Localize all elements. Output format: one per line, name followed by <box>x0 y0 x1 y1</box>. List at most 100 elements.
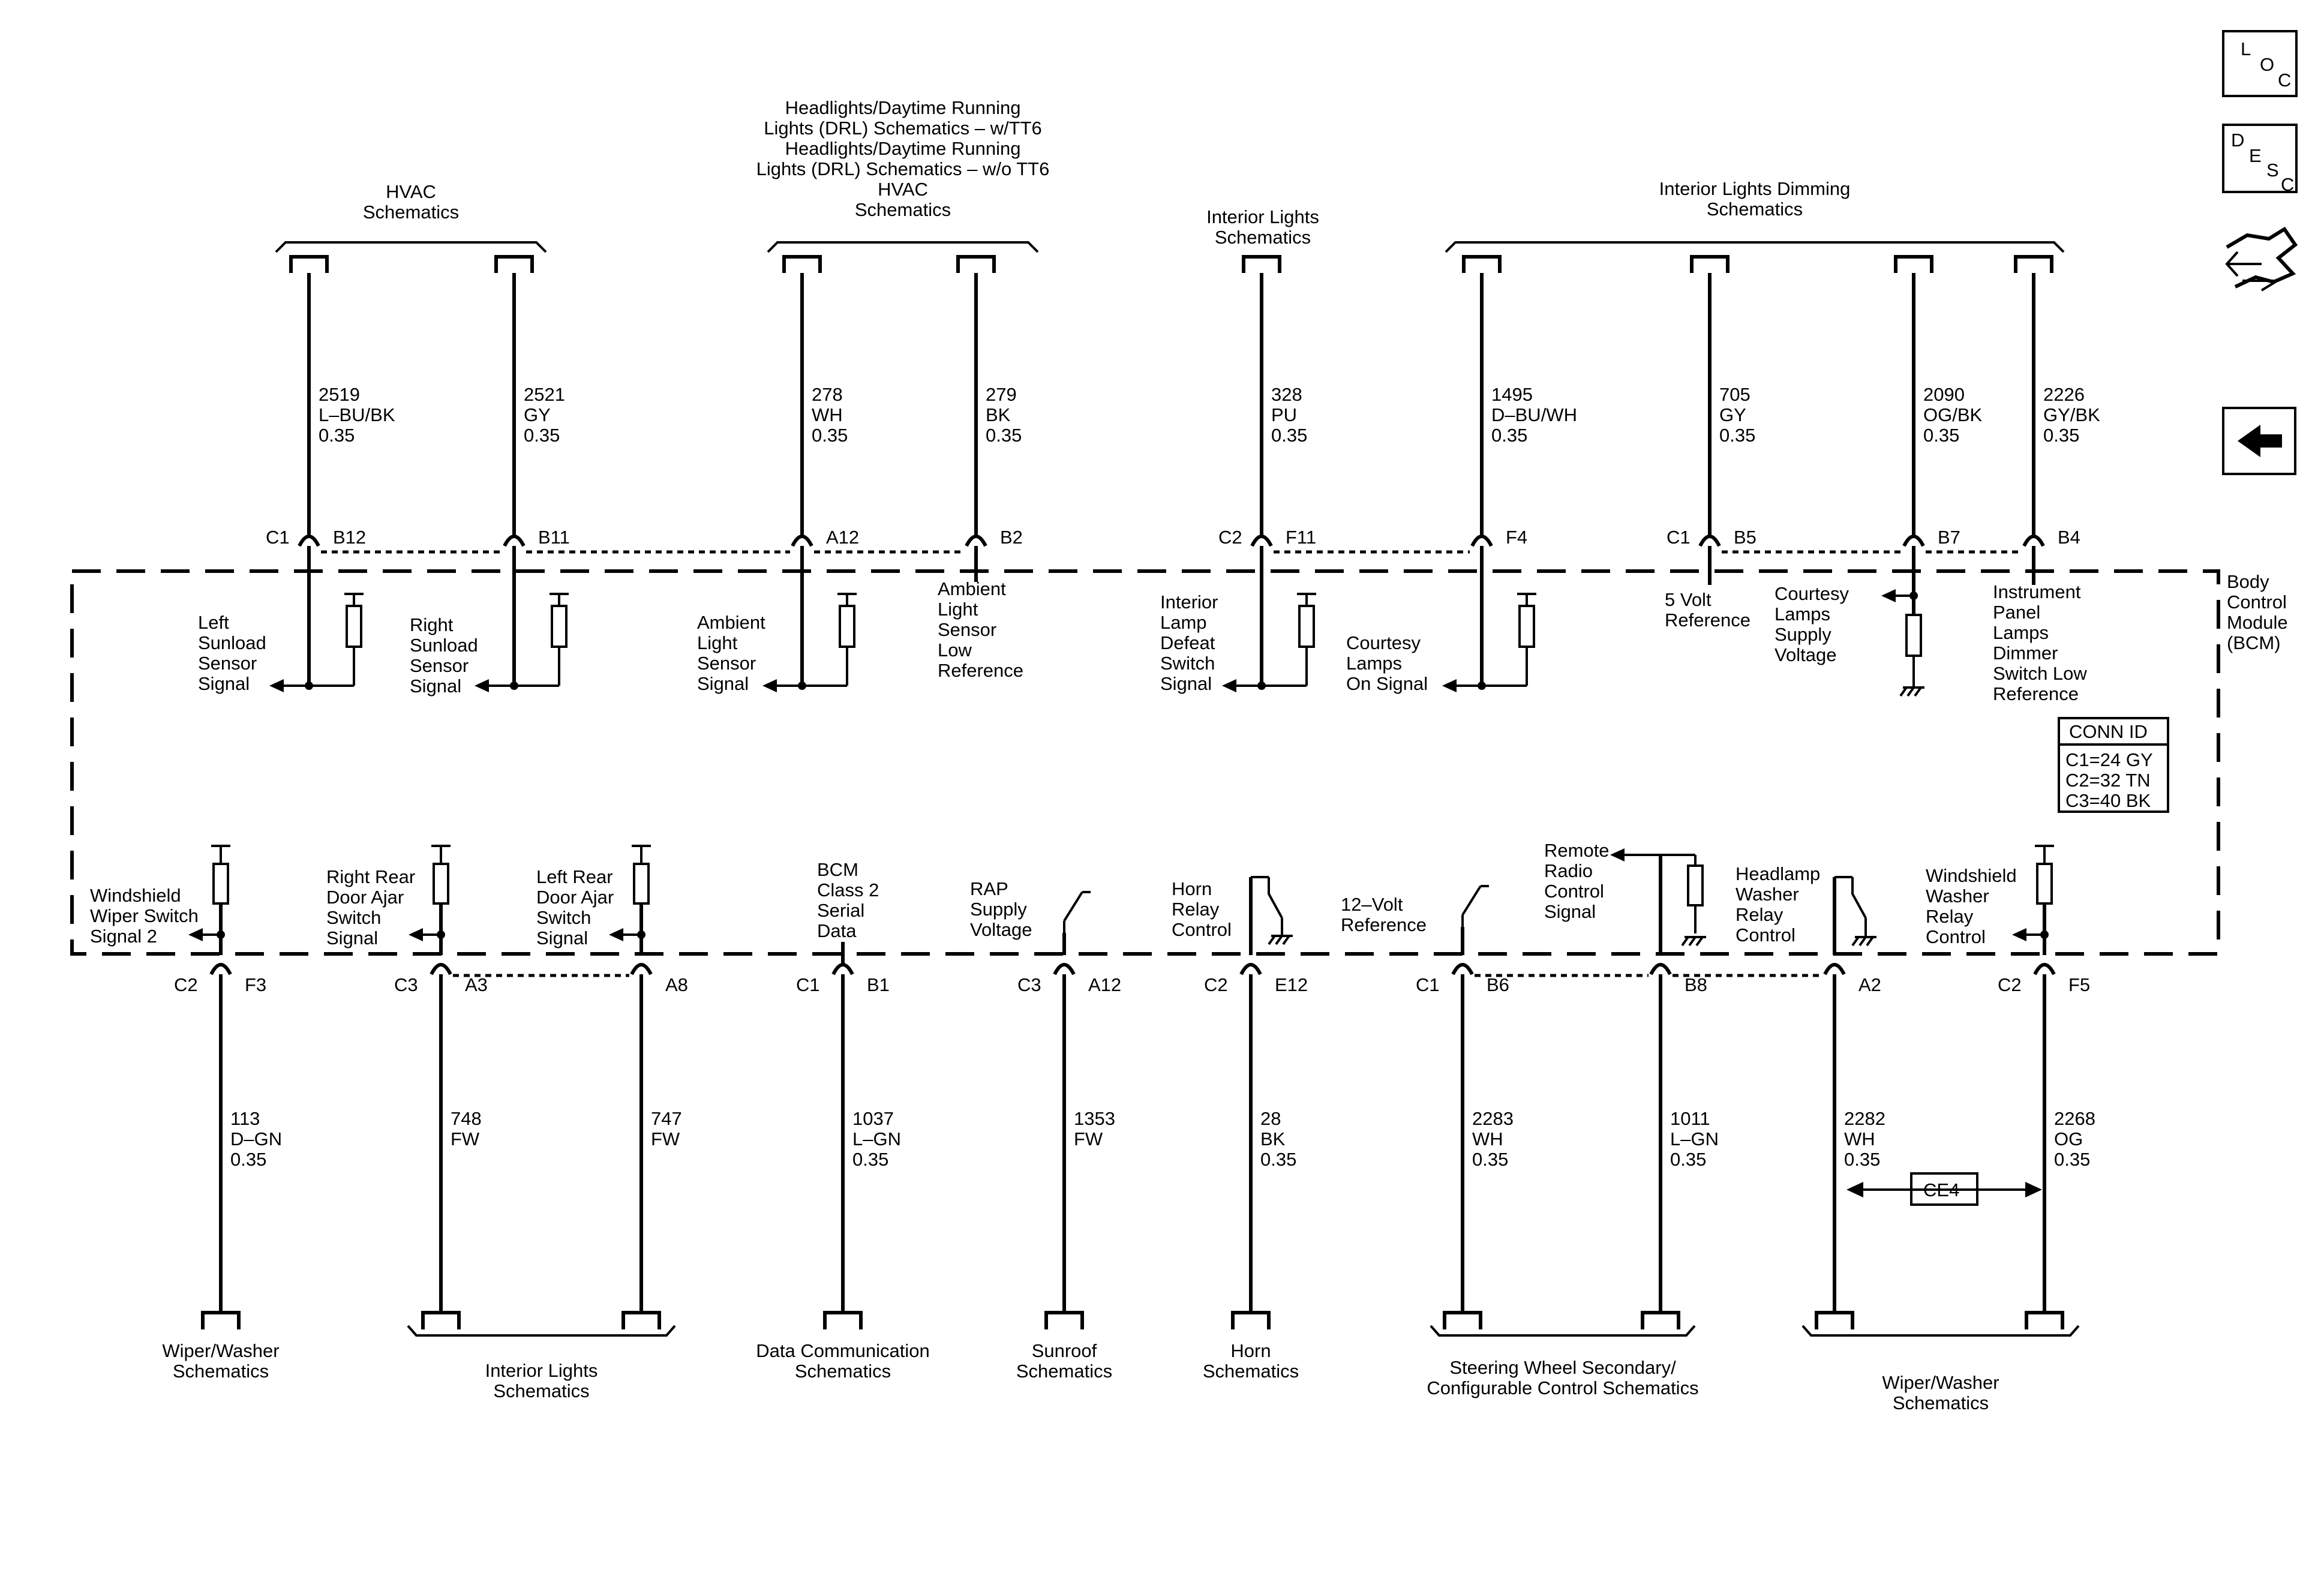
circuit-function-label: Radio <box>1544 860 1593 881</box>
circuit-function-label: Relay <box>1926 906 1974 927</box>
circuit-function-label: Control <box>1172 919 1232 940</box>
wire-label: FW <box>1074 1128 1103 1149</box>
svg-text:C: C <box>2281 174 2294 195</box>
circuit-function-label: Wiper Switch <box>90 905 199 926</box>
wire-label: 747 <box>651 1108 682 1129</box>
schematic-ref-label: Sunroof <box>1032 1340 1097 1361</box>
circuit-function-label: Reference <box>938 660 1023 681</box>
pin-label: B12 <box>333 527 366 548</box>
wire-label: 279 <box>986 384 1017 405</box>
circuit-function-label: RAP <box>970 878 1008 899</box>
wire-label: 1011 <box>1670 1108 1710 1129</box>
loc-button[interactable]: L O C <box>2222 30 2298 97</box>
circuit-function-label: Signal 2 <box>90 926 157 947</box>
wire-label: 705 <box>1719 384 1750 405</box>
circuit-function-label: Headlamp <box>1736 863 1820 884</box>
pin-label: F11 <box>1286 527 1316 548</box>
circuit-function-label: Switch <box>1160 653 1215 674</box>
wire-label: 0.35 <box>1923 425 1959 446</box>
back-button[interactable] <box>2222 407 2296 475</box>
pin-label: B11 <box>538 527 570 548</box>
wire-label: 278 <box>812 384 843 405</box>
connector-label: C2 <box>1204 974 1228 995</box>
wire-label: 2521 <box>524 384 565 405</box>
circuit-function-label: Interior <box>1160 592 1218 613</box>
pin-label: B6 <box>1487 974 1509 995</box>
horn-relay-driver <box>1249 876 1293 955</box>
wire-label: 0.35 <box>812 425 848 446</box>
wire-label: GY <box>524 404 551 425</box>
pin-label: A12 <box>1088 974 1121 995</box>
wire-label: 113 <box>230 1108 260 1129</box>
circuit-function-label: Ambient <box>697 612 765 633</box>
bcm-supply-circuit <box>1881 571 1924 697</box>
wire-label: L–BU/BK <box>319 404 395 425</box>
pin-label: B1 <box>867 974 890 995</box>
circuit-function-label: Washer <box>1736 884 1799 905</box>
connector-end-view-icon[interactable] <box>2225 226 2298 292</box>
connector-label: C2 <box>1218 527 1242 548</box>
bcm-boundary <box>70 569 2220 956</box>
circuit-function-label: Right Rear <box>326 866 415 887</box>
connector-label: C2 <box>174 974 198 995</box>
schematic-ref-label: Headlights/Daytime Running <box>785 97 1021 118</box>
connector-label: C1 <box>796 974 820 995</box>
wire-label: 0.35 <box>1260 1149 1296 1170</box>
bottom-schematic-ref[interactable]: Steering Wheel Secondary/Configurable Co… <box>1427 1325 1699 1398</box>
circuit-function-label: Sensor <box>198 653 257 674</box>
schematic-ref-label: HVAC <box>386 181 436 202</box>
circuit-function-label: Signal <box>1544 901 1596 922</box>
circuit-function-label: Signal <box>536 927 588 948</box>
wire-label: FW <box>451 1128 480 1149</box>
wire-label: OG/BK <box>1923 404 1983 425</box>
pin-label: F5 <box>2068 974 2090 995</box>
svg-text:C2=32 TN: C2=32 TN <box>2065 770 2151 791</box>
wire-label: BK <box>986 404 1011 425</box>
wire-label: 328 <box>1271 384 1302 405</box>
circuit-function-label: Sensor <box>697 653 756 674</box>
circuit-function-label: Voltage <box>1774 644 1836 665</box>
pin-label: B8 <box>1685 974 1707 995</box>
loc-icon: L <box>2241 38 2251 59</box>
schematic-ref-label: Schematics <box>1893 1392 1989 1413</box>
bcm-input-circuit <box>475 571 569 692</box>
svg-text:C: C <box>2278 70 2291 91</box>
wire-label: 0.35 <box>319 425 355 446</box>
wire-label: D–GN <box>230 1128 282 1149</box>
desc-button[interactable]: D E S C <box>2222 124 2298 195</box>
ce4-indicator: CE4 <box>1846 1172 2042 1206</box>
circuit-function-label: Control <box>1736 924 1795 945</box>
schematic-ref-label: Schematics <box>1707 199 1803 220</box>
circuit-function-label: Reference <box>1665 610 1750 631</box>
circuit-function-label: Signal <box>198 673 250 694</box>
bcm-input-circuit <box>762 571 857 692</box>
circuit-function-label: Data <box>817 920 857 941</box>
